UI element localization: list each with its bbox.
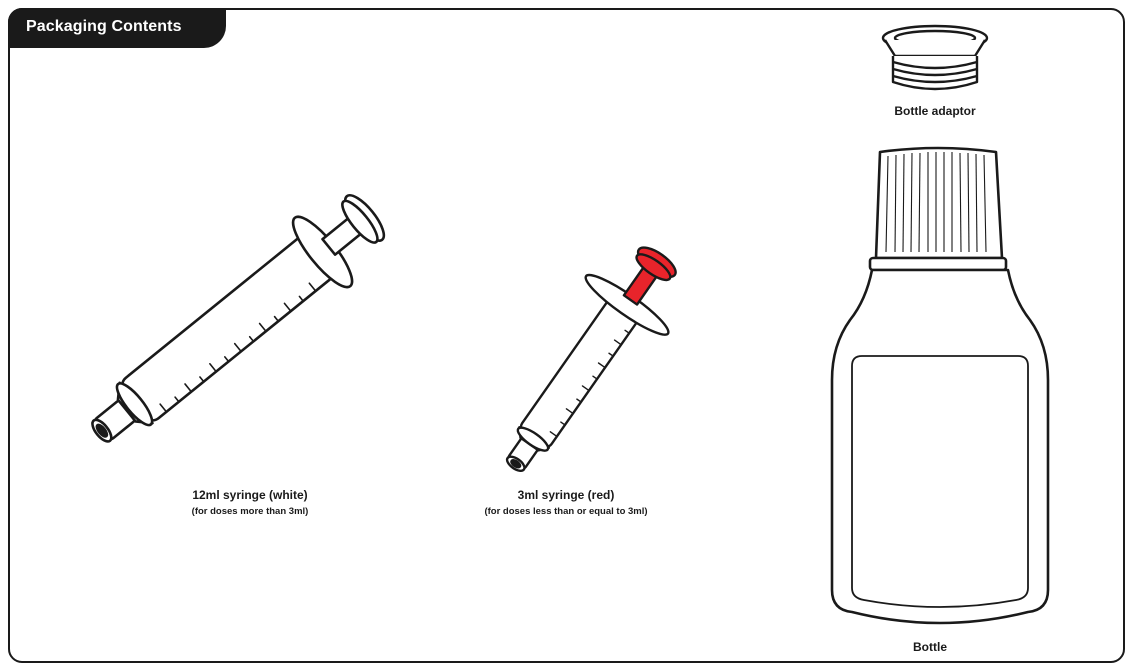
syringe-3ml-note: (for doses less than or equal to 3ml) <box>436 506 696 517</box>
bottle-illustration <box>832 148 1048 623</box>
syringe-3ml-illustration <box>472 226 703 496</box>
syringe-12ml-note: (for doses more than 3ml) <box>150 506 350 517</box>
bottle-label: Bottle <box>880 640 980 654</box>
bottle-adaptor-label: Bottle adaptor <box>870 104 1000 118</box>
syringe-3ml-caption: 3ml syringe (red) (for doses less than o… <box>436 488 696 517</box>
syringe-12ml-caption: 12ml syringe (white) (for doses more tha… <box>150 488 350 517</box>
bottle-adaptor-illustration <box>883 26 987 89</box>
syringe-12ml-label: 12ml syringe (white) <box>150 488 350 502</box>
syringe-3ml-label: 3ml syringe (red) <box>436 488 696 502</box>
syringe-12ml-illustration <box>70 177 400 468</box>
